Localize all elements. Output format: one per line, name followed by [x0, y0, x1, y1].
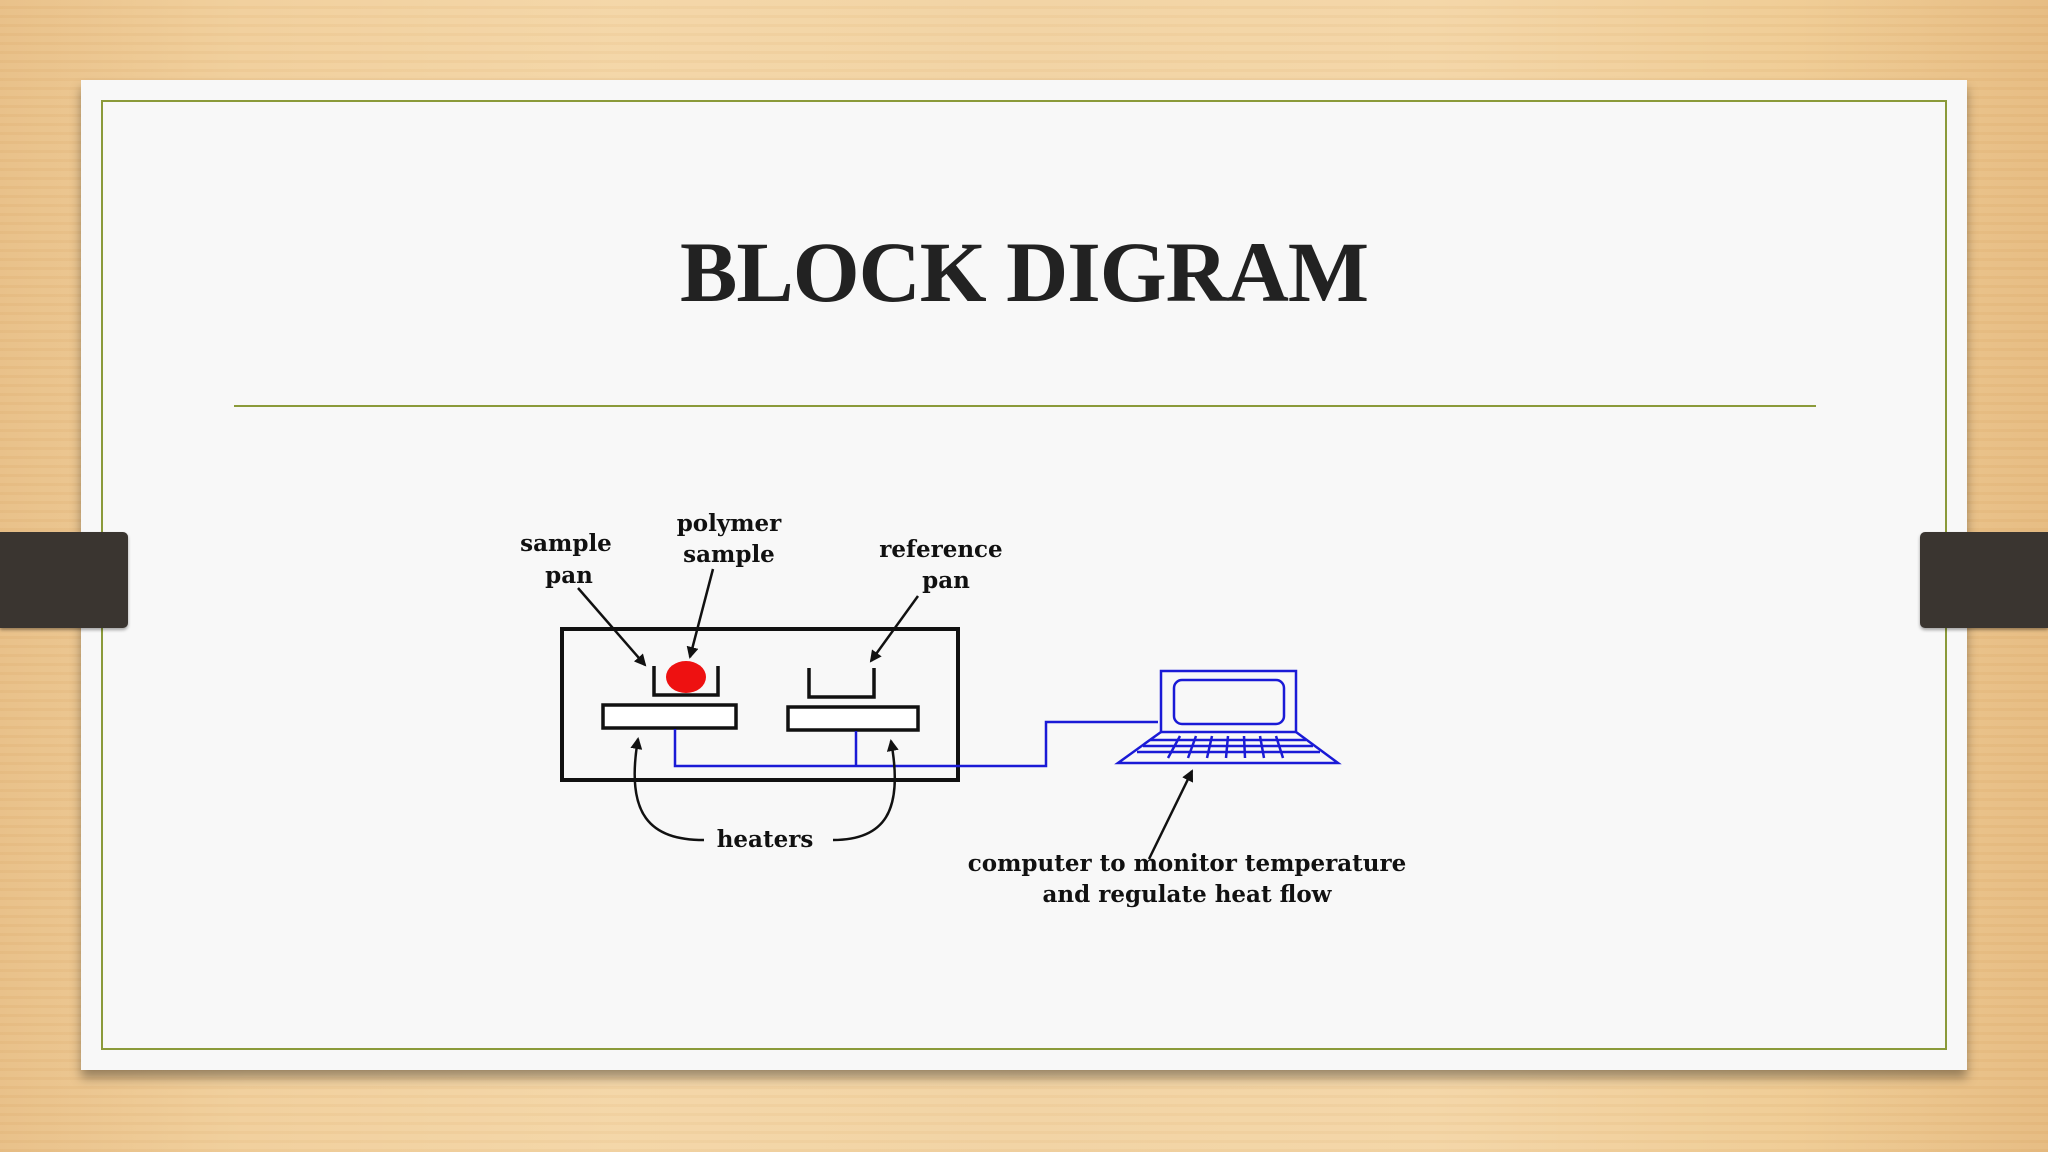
arrow-reference-pan [869, 595, 920, 663]
label-computer-2: and regulate heat flow [1043, 881, 1333, 908]
title-divider [234, 405, 1816, 407]
sample-heater [601, 703, 738, 730]
slide-title: BLOCK DIGRAM [680, 224, 1369, 320]
laptop-icon [1114, 669, 1342, 765]
label-computer: computer to monitor temperature [968, 850, 1407, 877]
label-reference-pan: reference [879, 536, 1002, 563]
instrument-box [560, 627, 960, 782]
arrow-heater-right [832, 739, 899, 842]
arrow-polymer-sample [686, 568, 715, 659]
reference-pan [807, 668, 876, 699]
arrow-computer [1147, 769, 1194, 860]
sample-pan [652, 666, 720, 697]
binder-clip-right [1920, 532, 2048, 628]
arrow-heater-left [630, 737, 705, 842]
wiring [673, 720, 1158, 768]
reference-heater [786, 705, 920, 732]
label-polymer-sample: polymer [677, 510, 782, 537]
label-sample-pan: sample [520, 530, 612, 557]
label-polymer-sample-2: sample [683, 541, 775, 568]
binder-clip-left [0, 532, 128, 628]
label-heaters: heaters [717, 826, 814, 853]
arrow-sample-pan [577, 587, 647, 667]
label-sample-pan-2: pan [545, 562, 593, 589]
polymer-sample-dot [666, 661, 706, 693]
label-reference-pan-2: pan [922, 567, 970, 594]
slide [81, 80, 1967, 1070]
